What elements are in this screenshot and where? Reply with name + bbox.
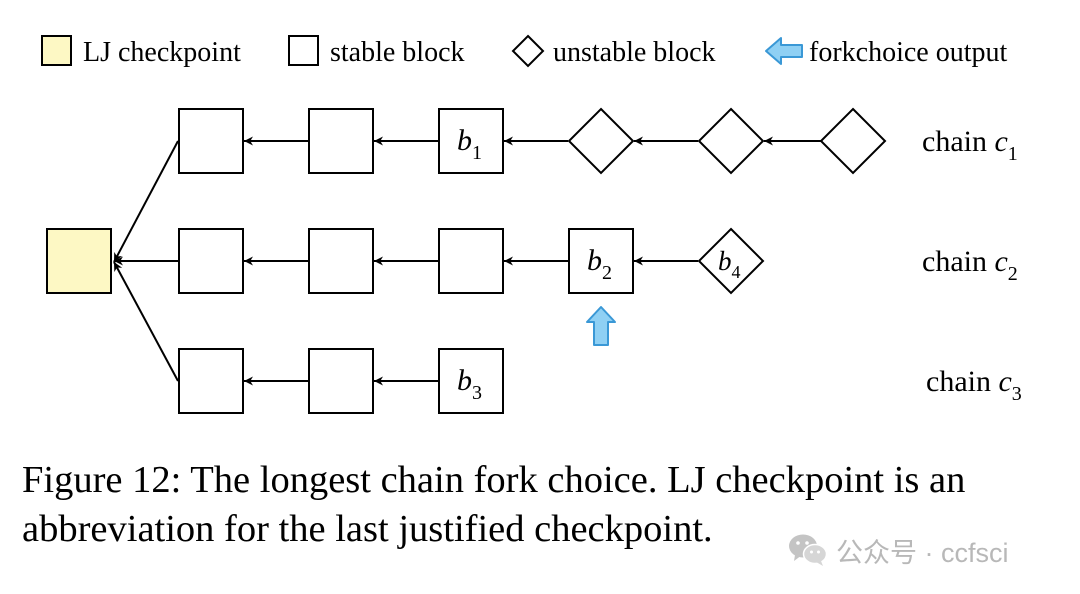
watermark-text: 公众号 · ccfsci [836,537,1009,568]
edge-c1-0-checkpoint [113,140,179,263]
wechat-icon [789,534,828,566]
stable-block [308,228,374,294]
figure-caption: Figure 12: The longest chain fork choice… [22,459,966,550]
stable-block [308,108,374,174]
block-b2-label: b2 [587,244,612,284]
stable-block [178,228,244,294]
unstable-block [567,107,635,175]
legend-stable-label: stable block [330,37,465,68]
legend-checkpoint-swatch [41,35,72,66]
block-b4 [697,227,765,295]
legend: LJ checkpoint stable block unstable bloc… [41,34,1007,68]
legend-unstable-label: unstable block [553,37,716,68]
watermark: 公众号 · ccfsci [788,530,1009,570]
chain-c1-label: chain c1 [922,125,1018,165]
chain-c2-blocks [178,227,765,295]
unstable-block [819,107,887,175]
edge-c3-0-checkpoint [113,261,179,382]
edges [113,136,821,386]
legend-unstable-swatch [511,34,545,68]
chain-c3-label: chain c3 [926,365,1022,405]
legend-forkchoice-arrow-icon [765,37,803,65]
stable-block [178,108,244,174]
unstable-block [697,107,765,175]
block-b2 [568,228,634,294]
stable-block [178,348,244,414]
chain-c1-blocks [178,107,887,175]
lj-checkpoint-block [46,228,112,294]
legend-checkpoint-label: LJ checkpoint [83,37,241,68]
legend-stable-swatch [288,35,319,66]
block-b3 [438,348,504,414]
forkchoice-output-arrow-icon [586,306,616,346]
legend-forkchoice-label: forkchoice output [809,37,1007,68]
block-b3-label: b3 [457,364,482,404]
block-b4-label: b4 [718,246,741,282]
chain-c3-blocks [178,348,504,414]
chain-c2-label: chain c2 [922,245,1018,285]
stable-block [308,348,374,414]
block-b1 [438,108,504,174]
stable-block [438,228,504,294]
block-b1-label: b1 [457,124,482,164]
